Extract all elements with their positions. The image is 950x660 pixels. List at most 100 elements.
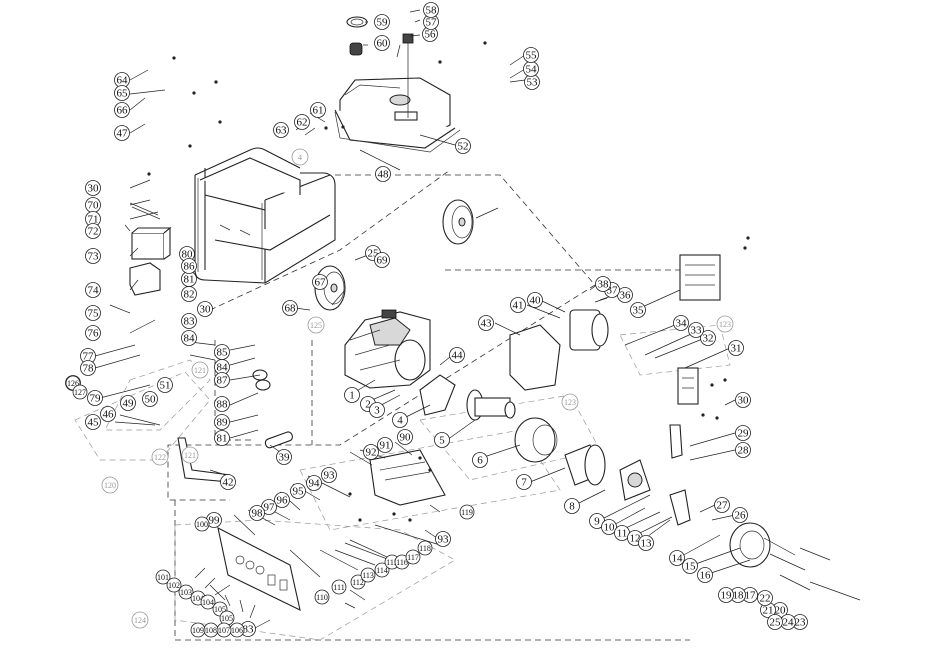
callout-circle bbox=[735, 392, 751, 408]
callout-number: 51 bbox=[160, 380, 171, 392]
callout-circle bbox=[434, 432, 450, 448]
callout-circle bbox=[101, 476, 119, 494]
air-filter-bracket bbox=[509, 324, 561, 391]
callout-number: 110 bbox=[316, 593, 328, 602]
callout-circle bbox=[423, 2, 439, 18]
callout-number: 18 bbox=[733, 590, 745, 602]
callout-116: 116 bbox=[394, 554, 410, 570]
callout-circle bbox=[151, 448, 169, 466]
callout-number: 32 bbox=[703, 333, 714, 345]
handle-grip bbox=[264, 431, 294, 449]
callout-30: 30 bbox=[197, 301, 213, 317]
control-box bbox=[369, 449, 446, 506]
callout-number: 14 bbox=[672, 553, 684, 565]
callout-circle bbox=[735, 425, 751, 441]
engine-shroud bbox=[419, 374, 456, 416]
callout-circle bbox=[363, 444, 379, 460]
callout-110: 110 bbox=[314, 589, 330, 605]
callout-4: 4 bbox=[392, 412, 408, 428]
callout-number: 44 bbox=[452, 350, 464, 362]
callout-94: 94 bbox=[306, 475, 322, 491]
callout-number: 49 bbox=[123, 398, 135, 410]
callout-circle bbox=[478, 315, 494, 331]
callout-circle bbox=[397, 429, 413, 445]
callout-circle bbox=[757, 590, 773, 606]
callout-number: 41 bbox=[513, 300, 524, 312]
control-panel[interactable] bbox=[217, 526, 301, 611]
callout-number: 121 bbox=[194, 366, 206, 375]
callout-number: 40 bbox=[530, 295, 542, 307]
callout-6: 6 bbox=[472, 452, 488, 468]
callout-103: 103 bbox=[178, 584, 194, 600]
fuel-tank[interactable] bbox=[334, 77, 461, 153]
callout-circle bbox=[455, 138, 471, 154]
callout-number: 39 bbox=[279, 452, 291, 464]
callout-circle bbox=[100, 406, 116, 422]
callout-circle bbox=[155, 569, 171, 585]
callout-circle bbox=[307, 316, 325, 334]
callout-43: 43 bbox=[478, 315, 494, 331]
hardware-fasteners bbox=[147, 41, 861, 601]
callout-circle bbox=[669, 550, 685, 566]
end-cover bbox=[619, 459, 651, 501]
callout-circle bbox=[310, 102, 326, 118]
callout-number: 37 bbox=[607, 285, 619, 297]
callout-number: 48 bbox=[378, 169, 390, 181]
callout-number: 127 bbox=[74, 388, 86, 397]
callout-50: 50 bbox=[142, 391, 158, 407]
callout-39: 39 bbox=[276, 449, 292, 465]
engine[interactable] bbox=[344, 309, 431, 389]
callout-111: 111 bbox=[331, 579, 347, 595]
callout-number: 33 bbox=[691, 325, 703, 337]
callout-118: 118 bbox=[417, 540, 433, 556]
callout-number: 62 bbox=[297, 117, 308, 129]
callout-28: 28 bbox=[735, 442, 751, 458]
callout-circle bbox=[700, 330, 716, 346]
frame[interactable] bbox=[194, 147, 336, 284]
callout-circle bbox=[72, 384, 88, 400]
callout-16: 16 bbox=[697, 567, 713, 583]
callout-113: 113 bbox=[360, 567, 376, 583]
callout-95: 95 bbox=[290, 483, 306, 499]
callout-number: 30 bbox=[200, 304, 212, 316]
callout-number: 65 bbox=[117, 88, 129, 100]
air-filter bbox=[569, 309, 609, 351]
callout-number: 126 bbox=[67, 379, 79, 388]
callout-number: 36 bbox=[620, 290, 632, 302]
callout-circle bbox=[369, 402, 385, 418]
callout-44: 44 bbox=[449, 347, 465, 363]
callout-circle bbox=[214, 430, 230, 446]
callout-number: 26 bbox=[735, 510, 747, 522]
callout-number: 7 bbox=[521, 477, 527, 489]
callout-number: 92 bbox=[366, 447, 377, 459]
callout-number: 105 bbox=[214, 605, 226, 614]
callout-number: 53 bbox=[527, 77, 539, 89]
callout-number: 67 bbox=[315, 277, 327, 289]
callout-number: 95 bbox=[293, 486, 305, 498]
callout-circle bbox=[276, 449, 292, 465]
callout-63: 63 bbox=[273, 122, 289, 138]
callout-number: 114 bbox=[376, 566, 388, 575]
callout-circle bbox=[718, 587, 734, 603]
callout-73: 73 bbox=[85, 248, 101, 264]
callout-33: 33 bbox=[688, 322, 704, 338]
callout-circle bbox=[449, 347, 465, 363]
group-callout-122: 122 bbox=[151, 448, 169, 466]
callout-circle bbox=[374, 562, 390, 578]
callout-102: 102 bbox=[166, 577, 182, 593]
callout-19: 19 bbox=[718, 587, 734, 603]
callout-circle bbox=[472, 452, 488, 468]
callout-22: 22 bbox=[757, 590, 773, 606]
callout-circle bbox=[294, 114, 310, 130]
callout-number: 4 bbox=[298, 153, 302, 162]
callout-7: 7 bbox=[516, 474, 532, 490]
callout-number: 74 bbox=[88, 285, 100, 297]
callout-106: 106 bbox=[229, 622, 245, 638]
muffler-guard bbox=[679, 254, 721, 301]
callout-72: 72 bbox=[85, 223, 101, 239]
callout-number: 1 bbox=[349, 390, 355, 402]
callout-number: 2 bbox=[365, 399, 371, 411]
callout-46: 46 bbox=[100, 406, 116, 422]
battery-tray bbox=[129, 262, 161, 296]
callout-circle bbox=[85, 305, 101, 321]
